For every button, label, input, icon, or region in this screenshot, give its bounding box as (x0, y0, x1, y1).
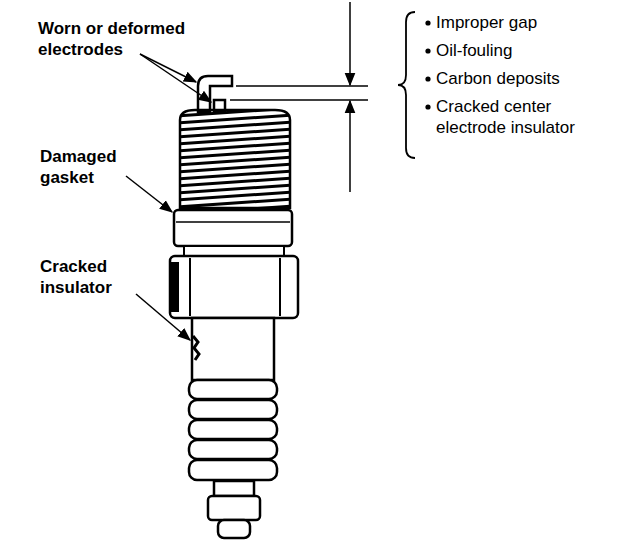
bullet-dot (425, 104, 430, 109)
gasket-edge (176, 221, 290, 223)
dimension-arrow (349, 2, 351, 85)
hex-shadow (170, 262, 179, 312)
dimension-line (230, 99, 368, 101)
fault-list-item: Oil-fouling (436, 40, 616, 61)
terminal-stem (214, 481, 254, 496)
terminal-nut (208, 496, 260, 520)
thread-pattern (178, 108, 292, 214)
insulator-crack (193, 336, 199, 360)
insulator (192, 318, 274, 380)
threaded-shell (180, 110, 290, 208)
bullet-dot (425, 20, 430, 25)
leader-arrow (136, 294, 190, 340)
bullet-group (425, 20, 430, 109)
fault-list-item: Carbon deposits (436, 68, 616, 89)
leader-arrow (140, 54, 196, 82)
ground-electrode (198, 76, 232, 112)
gasket (174, 210, 292, 246)
callout-label: Cracked insulator (40, 256, 132, 298)
insulator-ribs (189, 380, 277, 480)
dimension-line (236, 85, 368, 87)
fault-list-item: Improper gap (436, 12, 616, 33)
hex-nut (170, 256, 298, 318)
leader-arrow (140, 54, 211, 102)
callout-label: Damaged gasket (40, 146, 126, 188)
fault-list-item: Cracked center electrode insulator (436, 96, 616, 138)
bullet-dot (425, 76, 430, 81)
leader-arrow (126, 176, 172, 212)
shell-neck (184, 246, 284, 256)
terminal-tip (218, 520, 250, 538)
dimension-arrow (349, 101, 351, 192)
hex-facet (189, 258, 191, 316)
brace (398, 12, 415, 158)
callout-label: Worn or deformed electrodes (38, 18, 213, 60)
bullet-dot (425, 48, 430, 53)
hex-facet (279, 258, 281, 316)
